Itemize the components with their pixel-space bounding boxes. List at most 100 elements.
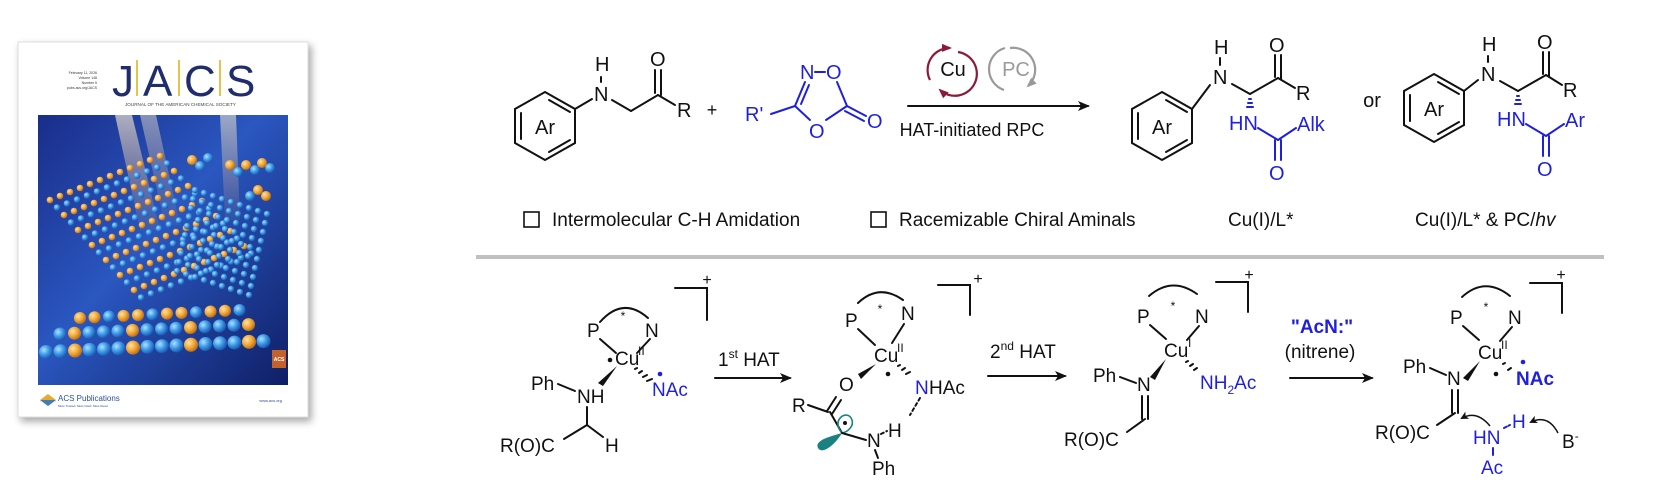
copper-atom: Cu <box>615 349 639 370</box>
complex-radical-intermediate: * P N Cu II O N HAc R <box>792 271 983 480</box>
atom-sphere <box>249 273 257 281</box>
atom-sphere <box>227 335 242 350</box>
atom-sphere <box>106 172 114 180</box>
atom-sphere <box>161 307 173 320</box>
feature-label: Intermolecular C-H Amidation <box>552 210 800 231</box>
atom-sphere <box>115 241 123 248</box>
atom-sphere <box>252 216 260 224</box>
atom-sphere <box>120 187 128 195</box>
atom-sphere <box>167 282 175 289</box>
atom-sphere <box>116 168 124 176</box>
atom-sphere <box>173 267 181 275</box>
atom-sphere <box>104 214 112 222</box>
atom-sphere <box>187 155 197 165</box>
atom-sphere <box>117 309 130 322</box>
atom-sphere <box>187 204 195 212</box>
feature-checkbox[interactable] <box>870 211 887 228</box>
atom-sphere <box>177 175 185 182</box>
bond <box>1277 77 1296 89</box>
curly-arrow-deprotonation <box>1529 415 1559 434</box>
bond <box>1545 123 1565 137</box>
atom-sphere <box>238 279 246 287</box>
step-label: 1st HAT <box>718 347 780 371</box>
atom-sphere <box>81 234 89 241</box>
phenyl-label: Ph <box>531 374 554 395</box>
atom-r: R <box>677 100 691 122</box>
atom-sphere <box>103 184 111 191</box>
atom-sphere <box>216 204 224 212</box>
acs-badge-label: ACS <box>274 357 285 363</box>
amide-nitrogen: N <box>915 378 929 399</box>
atom-sphere <box>167 179 175 186</box>
bond <box>841 432 867 441</box>
atom-sphere <box>125 237 133 244</box>
atom-sphere <box>111 341 126 356</box>
atom-sphere <box>150 278 158 286</box>
atom-sphere <box>146 308 159 321</box>
atom-n: N <box>645 321 659 342</box>
atom-p: P <box>1450 308 1463 329</box>
pc-catalyst-label: PC <box>1002 59 1030 81</box>
atom-sphere <box>135 233 143 240</box>
carbonyl-double-bond <box>831 399 842 415</box>
feature-label: Racemizable Chiral Aminals <box>899 210 1136 231</box>
step-1: 1st HAT <box>714 347 792 383</box>
acetamide-ligand: NH2Ac <box>1200 373 1256 397</box>
atom-sphere <box>212 222 220 230</box>
atom-sphere <box>207 201 215 209</box>
atom-sphere <box>221 225 229 233</box>
atom-sphere <box>161 202 169 209</box>
atom-sphere <box>227 318 241 332</box>
atom-sphere <box>250 165 260 175</box>
feature-checkbox[interactable] <box>523 211 540 228</box>
atom-sphere <box>253 255 261 263</box>
atom-sphere <box>143 271 151 278</box>
atom-sphere <box>168 209 176 217</box>
atom-sphere <box>213 261 221 269</box>
atom-sphere <box>157 183 165 190</box>
hashed-bond <box>1502 362 1512 371</box>
atom-sphere <box>146 259 154 267</box>
charge-bracket <box>674 287 708 321</box>
atom-sphere <box>223 239 231 246</box>
atom-sphere <box>73 196 81 203</box>
atom-sphere <box>143 168 151 175</box>
atom-sphere <box>220 273 228 281</box>
logo-letter-a: A <box>143 57 173 106</box>
atom-sphere <box>82 342 97 357</box>
atom-sphere <box>137 191 145 198</box>
atom-sphere <box>162 232 170 240</box>
atom-sphere <box>225 160 235 170</box>
p-cu-bond <box>1149 324 1167 340</box>
atom-sphere <box>194 216 202 224</box>
atom-sphere <box>113 180 121 187</box>
bond <box>563 424 588 440</box>
reactant-dioxazolone: R' N O O O <box>745 62 883 143</box>
atom-n: N <box>901 304 915 325</box>
amine-n: N <box>867 431 881 452</box>
atom-sphere <box>153 267 161 274</box>
hydrogen-bond <box>909 397 921 416</box>
atom-sphere <box>204 258 212 266</box>
bond <box>770 105 796 115</box>
bond <box>630 94 659 112</box>
atom-sphere <box>207 266 215 273</box>
atom-sphere <box>170 167 178 175</box>
atom-sphere <box>191 273 199 281</box>
atom-sphere <box>109 264 117 271</box>
atom-sphere <box>210 254 218 262</box>
atom-sphere <box>230 228 238 236</box>
atom-sphere <box>155 322 168 336</box>
chiral-star: * <box>1171 299 1176 313</box>
cu-catalyst-label: Cu <box>940 59 966 81</box>
atom-sphere <box>184 337 198 352</box>
atom-sphere <box>136 263 144 271</box>
amide-hac: HAc <box>929 378 965 399</box>
atom-sphere <box>198 198 206 206</box>
atom-sphere <box>128 225 136 233</box>
atom-sphere <box>236 201 244 209</box>
atom-sphere <box>140 282 148 290</box>
atom-sphere <box>218 282 226 290</box>
hashed-bond <box>1185 360 1198 371</box>
atom-sphere <box>165 221 173 228</box>
